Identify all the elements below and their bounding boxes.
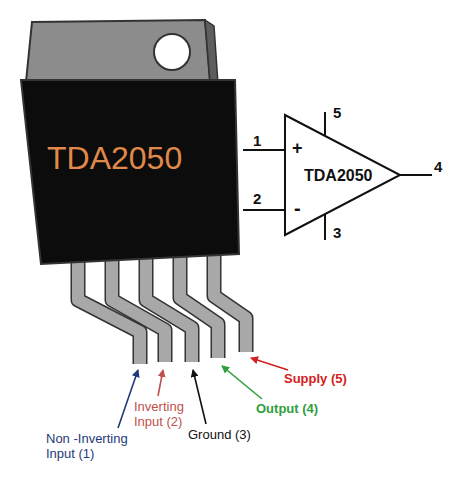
metal-tab (26, 20, 210, 82)
pin-label: Supply (5) (284, 372, 347, 387)
part-name: TDA2050 (304, 167, 372, 185)
part-marking: TDA2050 (47, 140, 182, 177)
pin-number: 1 (253, 132, 261, 149)
package-body-shape-outline (21, 80, 239, 264)
amplifier-triangle: +TDA2050- (280, 108, 406, 242)
pin-label: Inverting Input (2) (134, 400, 209, 430)
pin-label: Ground (3) (188, 428, 251, 443)
amplifier-triangle-shape-outline (285, 115, 400, 235)
tab-edge (205, 20, 218, 84)
package-body: TDA2050 (15, 78, 241, 268)
pin-number: 4 (434, 158, 442, 175)
pin-number: 2 (253, 190, 261, 207)
pin-polarity: + (292, 138, 303, 159)
pin-label: Output (4) (256, 402, 318, 417)
pin-number: 5 (333, 104, 341, 121)
pin-polarity: - (294, 197, 301, 220)
pin-wires (243, 112, 432, 240)
leads (78, 255, 246, 364)
pin-number: 3 (333, 224, 341, 241)
pin-label: Non -Inverting Input (1) (46, 432, 151, 462)
mounting-hole (154, 34, 190, 70)
